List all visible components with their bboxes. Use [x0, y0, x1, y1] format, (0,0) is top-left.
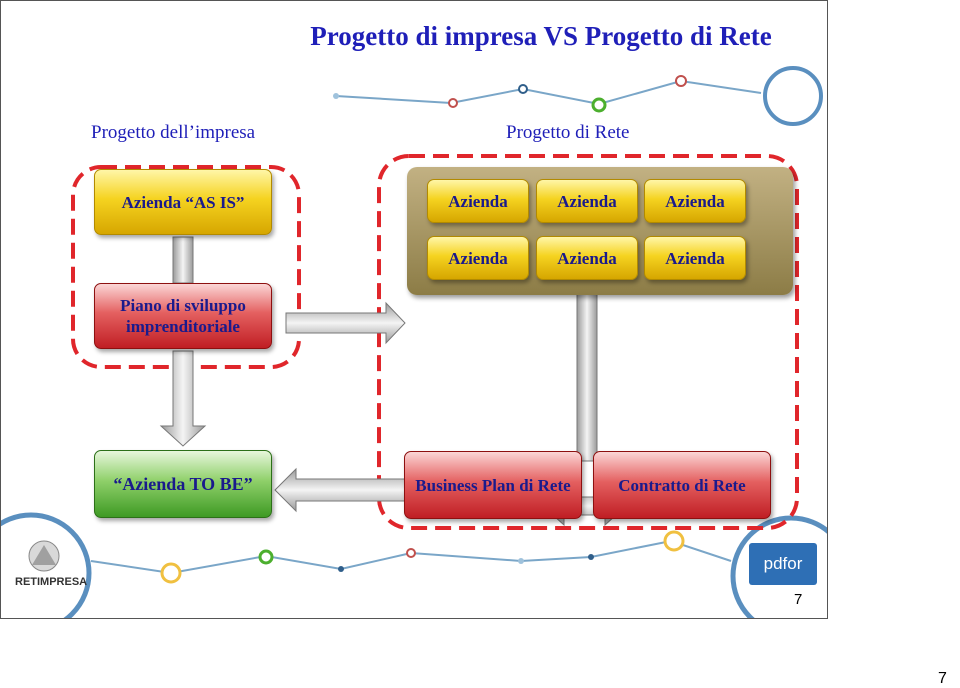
dot-decor	[406, 548, 416, 558]
arrow-left	[274, 467, 407, 513]
slide-page-number: 7	[794, 591, 803, 608]
top-dot-line	[335, 79, 762, 106]
ring-decor	[730, 515, 827, 618]
retimpresa-logo: RETIMPRESA	[15, 539, 88, 588]
network-company: Azienda	[644, 179, 746, 223]
ring-decor	[663, 530, 685, 552]
ring-decor	[1, 512, 92, 618]
piano-sviluppo-box: Piano di sviluppo imprenditoriale	[94, 283, 272, 349]
dot-decor	[258, 549, 274, 565]
page-number: 7	[938, 670, 947, 687]
azienda-as-is-box: Azienda “AS IS”	[94, 169, 272, 235]
pdfor-logo: pdfor	[749, 543, 817, 585]
dot-decor	[338, 566, 344, 572]
network-company: Azienda	[427, 236, 529, 280]
dot-decor	[518, 84, 528, 94]
connector-bar	[576, 292, 598, 462]
right-heading: Progetto di Rete	[506, 122, 630, 143]
dot-decor	[518, 558, 524, 564]
rete-enclosure	[377, 154, 799, 530]
ring-decor	[160, 562, 182, 584]
connector-bar	[172, 236, 194, 284]
network-company: Azienda	[536, 236, 638, 280]
slide: Progetto di impresa VS Progetto di Rete …	[0, 0, 828, 619]
ring-decor	[763, 66, 823, 126]
arrow-down	[159, 350, 207, 447]
arrow-right	[285, 301, 406, 345]
dot-decor	[588, 554, 594, 560]
retimpresa-emblem-icon	[28, 540, 60, 572]
dot-decor	[333, 93, 339, 99]
retimpresa-logo-text: RETIMPRESA	[15, 576, 88, 588]
azienda-to-be-box: “Azienda TO BE”	[94, 450, 272, 518]
network-company: Azienda	[536, 179, 638, 223]
network-company: Azienda	[427, 179, 529, 223]
network-company: Azienda	[644, 236, 746, 280]
business-plan-box: Business Plan di Rete	[404, 451, 582, 519]
dot-decor	[591, 97, 607, 113]
left-heading: Progetto dell’impresa	[91, 122, 256, 143]
dot-decor	[448, 98, 458, 108]
contratto-rete-box: Contratto di Rete	[593, 451, 771, 519]
dot-decor	[675, 75, 687, 87]
page-title: Progetto di impresa VS Progetto di Rete	[310, 21, 772, 51]
decoration-layer	[1, 66, 827, 618]
